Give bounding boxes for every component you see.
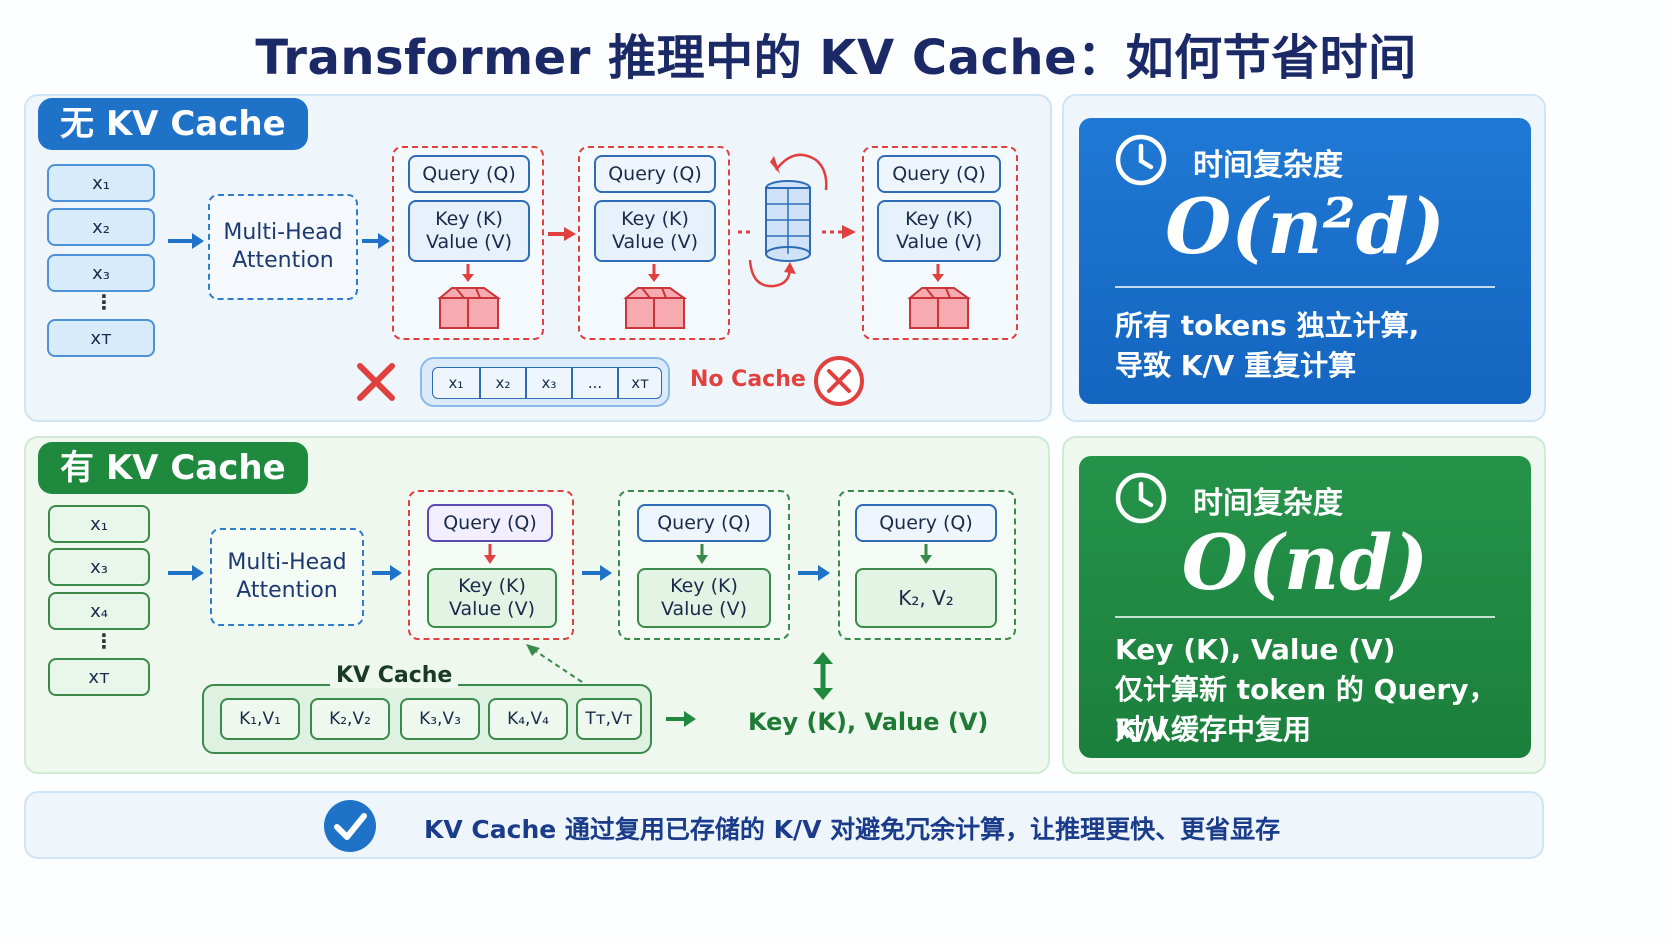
check-circle-icon	[324, 800, 376, 852]
arrow-right-icon	[798, 565, 830, 581]
key-label: Key (K)	[670, 575, 738, 597]
seq-cell: xᴛ	[618, 367, 662, 399]
token-xt: xᴛ	[47, 319, 155, 357]
value-label: Value (V)	[660, 598, 748, 620]
query-box: Query (Q)	[408, 155, 530, 193]
mha-line1: Multi-Head	[227, 550, 347, 575]
key-value-box: Key (K) Value (V)	[594, 200, 716, 262]
k2-v2-box: K₂, V₂	[855, 568, 997, 628]
complexity-title: 时间复杂度	[1193, 148, 1343, 183]
complexity-card-with-cache: 时间复杂度 O(nd) Key (K), Value (V) 仅计算新 toke…	[1079, 456, 1531, 758]
cache-cell: K₃,V₃	[400, 698, 480, 740]
seq-cell: x₃	[526, 367, 572, 399]
arrow-right-icon	[362, 233, 390, 249]
cache-cell: Tᴛ,Vᴛ	[576, 698, 642, 740]
seq-cell: x₂	[480, 367, 526, 399]
key-label: Key (K)	[435, 208, 503, 230]
token-x2: x₂	[47, 208, 155, 246]
double-arrow-icon	[813, 652, 833, 700]
kv-cache-label: KV Cache	[330, 663, 459, 688]
no-cache-label: No Cache	[690, 367, 806, 392]
arrow-right-icon	[372, 565, 402, 581]
ellipsis-vertical: ⋮	[94, 629, 114, 653]
query-box: Query (Q)	[427, 504, 553, 542]
key-value-box: Key (K) Value (V)	[408, 200, 530, 262]
recompute-database-icon	[738, 153, 856, 288]
multi-head-attention-box: Multi-Head Attention	[208, 194, 358, 300]
mha-line2: Attention	[236, 578, 338, 603]
token-x3: x₃	[48, 548, 150, 586]
arrow-down-icon	[932, 264, 944, 282]
arrow-down-icon	[648, 264, 660, 282]
query-box: Query (Q)	[594, 155, 716, 193]
key-value-box: Key (K) Value (V)	[877, 200, 1001, 262]
query-box: Query (Q)	[855, 504, 997, 542]
reuse-kv-label: Key (K), Value (V)	[748, 708, 989, 736]
arrow-down-icon	[920, 544, 932, 564]
arrow-right-icon	[666, 711, 696, 727]
token-x1: x₁	[48, 505, 150, 543]
page-title: Transformer 推理中的 KV Cache：如何节省时间	[255, 30, 1417, 86]
seq-cell: x₁	[432, 367, 480, 399]
complexity-title: 时间复杂度	[1193, 486, 1343, 521]
with-cache-tag: 有 KV Cache	[38, 442, 308, 494]
arrow-down-icon	[484, 544, 496, 564]
arrow-right-icon	[168, 565, 204, 581]
complexity-desc-line2: 仅计算新 token 的 Query，K/V	[1115, 673, 1497, 746]
token-x1: x₁	[47, 164, 155, 202]
complexity-card-no-cache: 时间复杂度 O(n²d) 所有 tokens 独立计算, 导致 K/V 重复计算	[1079, 118, 1531, 404]
arrow-right-icon	[168, 233, 204, 249]
dashed-arrow-icon	[526, 644, 583, 683]
clock-icon	[1115, 472, 1167, 524]
complexity-desc-line1: Key (K), Value (V)	[1115, 633, 1396, 666]
complexity-desc-line3: 对从缓存中复用	[1115, 713, 1312, 746]
ellipsis-vertical: ⋮	[94, 290, 114, 314]
token-xt: xᴛ	[48, 658, 150, 696]
complexity-desc-line2: 导致 K/V 重复计算	[1115, 349, 1357, 382]
compute-cube-icon	[623, 287, 688, 329]
mha-line2: Attention	[232, 248, 334, 273]
no-cache-tag: 无 KV Cache	[38, 98, 308, 150]
value-label: Value (V)	[425, 231, 513, 253]
clock-icon	[1115, 134, 1167, 186]
divider	[1115, 286, 1495, 288]
value-label: Value (V)	[448, 598, 536, 620]
token-x3: x₃	[47, 254, 155, 292]
seq-cell: ...	[572, 367, 618, 399]
compute-cube-icon	[437, 287, 502, 329]
kv-cache-store: K₁,V₁ K₂,V₂ K₃,V₃ K₄,V₄ Tᴛ,Vᴛ	[202, 684, 652, 754]
key-label: Key (K)	[621, 208, 689, 230]
cache-cell: K₄,V₄	[488, 698, 568, 740]
cache-cell: K₁,V₁	[220, 698, 300, 740]
arrow-right-icon	[582, 565, 612, 581]
multi-head-attention-box: Multi-Head Attention	[210, 528, 364, 626]
cross-mark-icon	[357, 363, 395, 401]
value-label: Value (V)	[895, 231, 983, 253]
summary-text: KV Cache 通过复用已存储的 K/V 对避免冗余计算，让推理更快、更省显存	[424, 815, 1281, 844]
value-label: Value (V)	[611, 231, 699, 253]
key-value-box: Key (K) Value (V)	[427, 568, 557, 628]
divider	[1115, 616, 1495, 618]
cache-cell: K₂,V₂	[310, 698, 390, 740]
key-value-box: Key (K) Value (V)	[637, 568, 771, 628]
arrow-down-icon	[462, 264, 474, 282]
arrow-down-icon	[696, 544, 708, 564]
key-label: Key (K)	[458, 575, 526, 597]
token-sequence: x₁ x₂ x₃ ... xᴛ	[420, 357, 670, 407]
summary-bar	[24, 791, 1544, 859]
mha-line1: Multi-Head	[223, 220, 343, 245]
cancel-circle-icon	[814, 356, 864, 406]
complexity-formula: O(n²d)	[1165, 182, 1445, 271]
complexity-desc-line1: 所有 tokens 独立计算,	[1115, 309, 1420, 342]
key-label: Key (K)	[905, 208, 973, 230]
arrow-right-icon	[548, 227, 576, 241]
token-x4: x₄	[48, 592, 150, 630]
query-box: Query (Q)	[637, 504, 771, 542]
query-box: Query (Q)	[877, 155, 1001, 193]
complexity-formula: O(nd)	[1181, 518, 1429, 607]
compute-cube-icon	[907, 287, 972, 329]
